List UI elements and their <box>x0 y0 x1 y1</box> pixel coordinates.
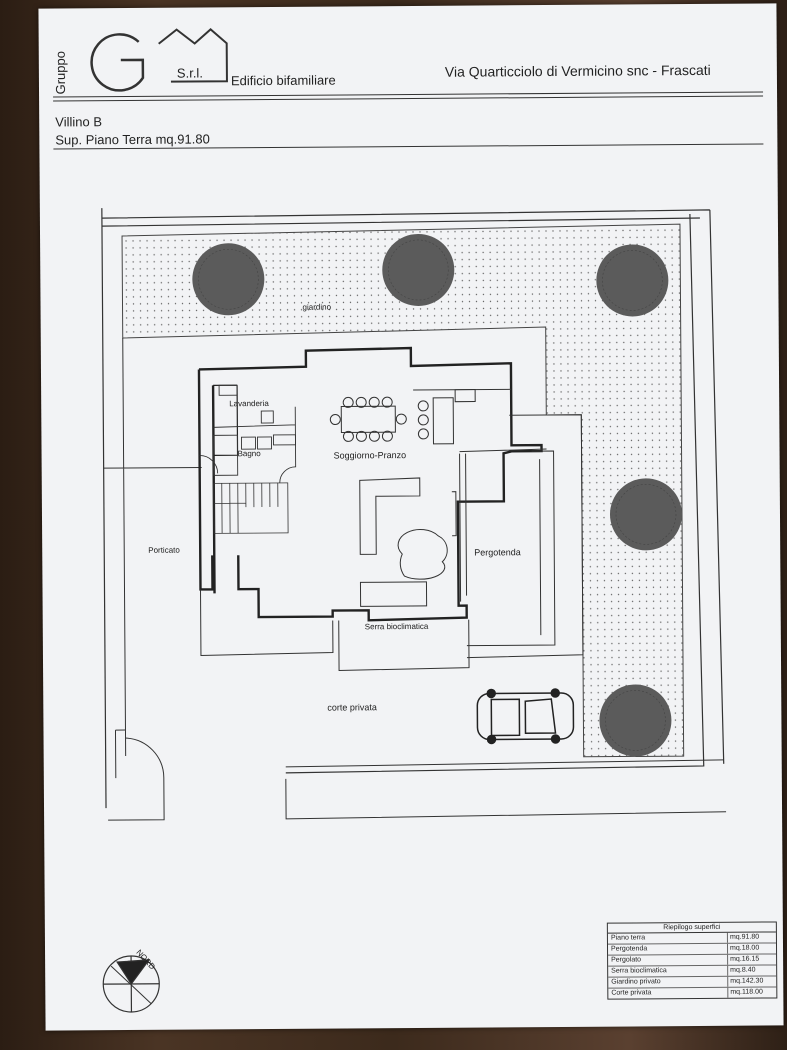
summary-row-value: mq.142.30 <box>730 977 764 985</box>
summary-row-label: Piano terra <box>607 932 728 944</box>
summary-row-label: Serra bioclimatica <box>608 965 729 977</box>
car <box>476 688 575 745</box>
bioclimatic-greenhouse <box>338 619 470 672</box>
summary-row-label: Corte privata <box>608 987 729 999</box>
bathroom-fixtures <box>199 384 297 483</box>
trees <box>192 233 682 757</box>
floor-plan-drawing <box>101 208 727 1013</box>
pergola-tent-label: Pergotenda <box>474 547 521 558</box>
dining-table <box>329 396 407 442</box>
summary-row-value: mq.91.80 <box>729 933 760 941</box>
laundry-label: Lavanderia <box>229 398 269 409</box>
porch-label: Porticato <box>148 545 180 555</box>
floor-plan-sheet: Gruppo S.r.l. Edificio bifamiliare Via Q… <box>38 3 784 1031</box>
company-logo <box>90 28 228 92</box>
summary-row-label: Pergotenda <box>607 943 729 955</box>
summary-row-label: Giardino privato <box>608 976 729 988</box>
pergola-tent <box>451 448 556 647</box>
kitchen <box>413 388 512 445</box>
north-compass <box>102 955 160 1013</box>
summary-row-value: mq.16.15 <box>730 955 760 963</box>
summary-row-label: Pergolato <box>608 954 729 966</box>
garden-label: giardino <box>302 302 332 312</box>
living-dining-label: Soggiorno-Pranzo <box>333 450 407 461</box>
summary-row-value: mq.8.40 <box>730 966 756 974</box>
greenhouse-label: Serra bioclimatica <box>364 621 429 632</box>
living-furniture <box>359 477 448 607</box>
entrance-gate <box>108 729 165 821</box>
bathroom-label: Bagno <box>237 449 261 459</box>
staircase <box>213 482 289 534</box>
lot-boundary <box>101 208 725 809</box>
house-walls <box>197 346 543 622</box>
private-yard-label: corte privata <box>327 702 377 713</box>
summary-row-value: mq.18.00 <box>729 944 760 952</box>
summary-row-value: mq.118.00 <box>730 988 763 996</box>
